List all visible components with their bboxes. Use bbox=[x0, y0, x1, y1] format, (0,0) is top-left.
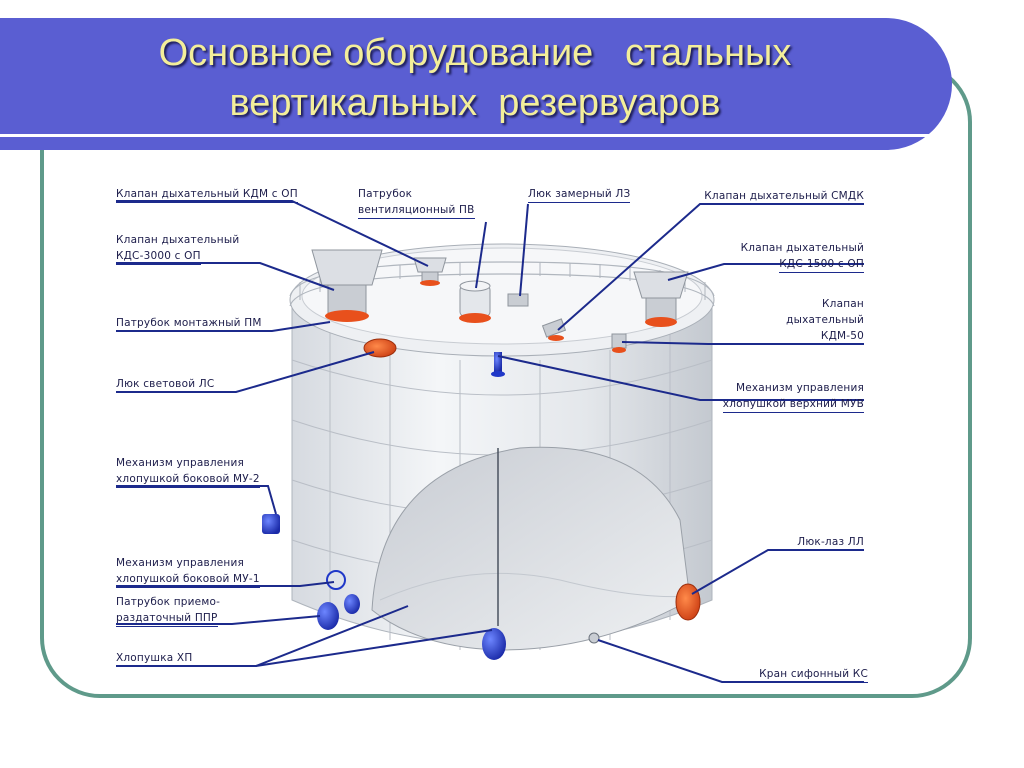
ppr-nozzle-icon bbox=[317, 594, 360, 630]
lz-gauge-hatch-icon bbox=[507, 293, 529, 307]
tank-body bbox=[289, 243, 715, 651]
label-pm: Патрубок монтажный ПМ bbox=[116, 315, 262, 332]
pv-vent-pipe-icon bbox=[459, 280, 491, 323]
label-lz: Люк замерный ЛЗ bbox=[528, 186, 631, 203]
kdm-50-valve-icon bbox=[611, 333, 627, 353]
label-ll: Люк-лаз ЛЛ bbox=[797, 534, 864, 551]
kdm-op-valve-icon bbox=[413, 257, 447, 286]
mu1-side-mechanism-icon bbox=[326, 570, 346, 590]
leader-lines bbox=[116, 200, 864, 683]
title-band bbox=[0, 18, 952, 150]
smdk-valve-icon bbox=[541, 318, 567, 341]
slide-title: Основное оборудование стальных вертикаль… bbox=[158, 32, 792, 124]
hp-flap-valve-icon bbox=[482, 448, 506, 660]
label-ls: Люк световой ЛС bbox=[116, 376, 215, 393]
label-hp: Хлопушка ХП bbox=[116, 650, 193, 667]
ks-siphon-tap-icon bbox=[588, 632, 600, 644]
label-ppr: Патрубок приемо-раздаточный ППР bbox=[116, 594, 220, 627]
ll-manhole-icon bbox=[675, 583, 701, 621]
label-kdm-op: Клапан дыхательный КДМ с ОП bbox=[116, 186, 298, 203]
muv-top-mechanism-icon bbox=[491, 352, 505, 377]
label-smdk: Клапан дыхательный СМДК bbox=[704, 188, 864, 205]
title-underline bbox=[0, 134, 952, 137]
kds-3000-valve-icon bbox=[311, 249, 383, 322]
mu2-side-mechanism-icon bbox=[262, 514, 280, 534]
label-ks: Кран сифонный КС bbox=[759, 666, 868, 683]
